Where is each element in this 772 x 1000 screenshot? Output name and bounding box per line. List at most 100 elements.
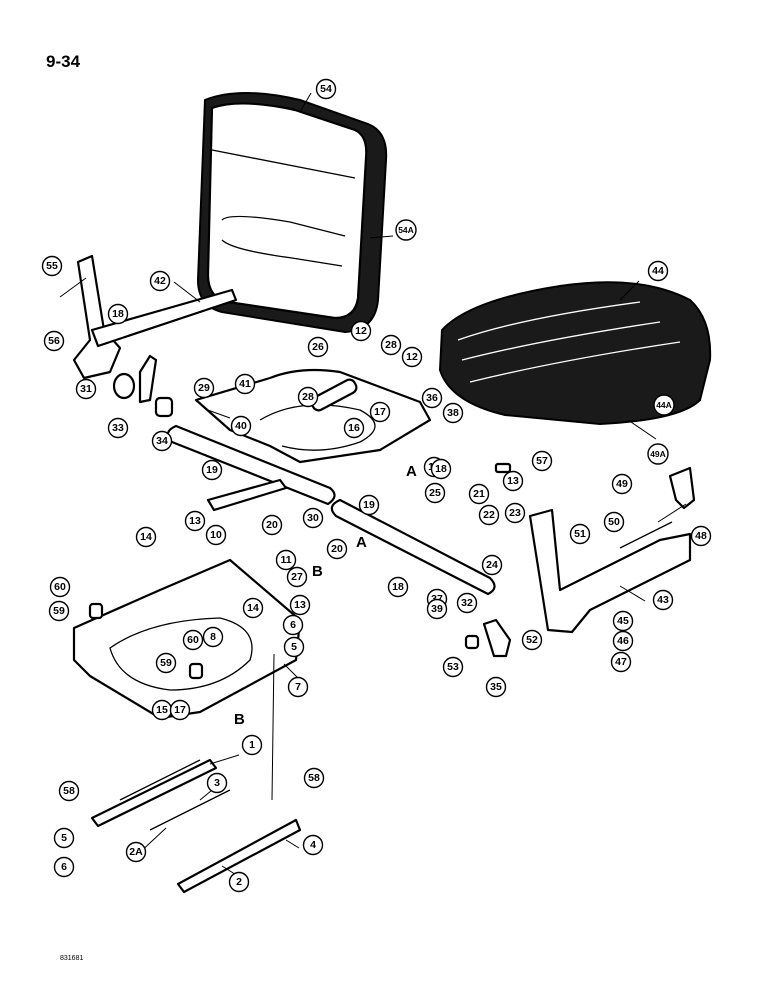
callout-25: 25	[424, 482, 446, 504]
callout-circle	[603, 511, 625, 533]
callout-label: 35	[490, 681, 502, 693]
callout-circle	[289, 594, 311, 616]
callout-circle	[481, 554, 503, 576]
callout-26: 26	[307, 336, 329, 358]
callout-circle	[107, 417, 129, 439]
callout-label: 42	[154, 275, 166, 287]
callout-label: 52	[526, 634, 538, 646]
callout-circle	[426, 598, 448, 620]
callout-circle	[380, 334, 402, 356]
callout-40: 40	[230, 415, 252, 437]
callout-22: 22	[478, 504, 500, 526]
callout-20: 20	[261, 514, 283, 536]
callout-55: 55	[41, 255, 63, 277]
callout-circle	[303, 767, 325, 789]
callout-label: 32	[461, 597, 473, 609]
callout-label: 56	[48, 335, 60, 347]
callout-6: 6	[282, 614, 304, 636]
page-number: 9-34	[46, 52, 81, 71]
callout-circle	[611, 473, 633, 495]
callout-label: 20	[331, 543, 343, 555]
section-marker-b-left: B	[312, 563, 323, 580]
callout-circle	[343, 417, 365, 439]
callout-circle	[228, 871, 250, 893]
callout-label: 41	[239, 378, 251, 390]
callout-circle	[49, 576, 71, 598]
callout-18: 18	[107, 303, 129, 325]
callout-circle	[485, 676, 507, 698]
callout-circle	[155, 652, 177, 674]
callout-60: 60	[49, 576, 71, 598]
callout-label: 4	[310, 839, 316, 851]
callout-56: 56	[43, 330, 65, 352]
hardware-parts	[88, 462, 512, 680]
callout-label: 2	[236, 876, 242, 888]
back-bracket-left	[72, 254, 238, 418]
callout-label: 51	[574, 528, 586, 540]
callout-35: 35	[485, 676, 507, 698]
callout-19: 19	[358, 494, 380, 516]
callout-circle	[48, 600, 70, 622]
callout-circle	[652, 589, 674, 611]
callout-27: 27	[286, 566, 308, 588]
callout-circle	[456, 592, 478, 614]
callout-label: 17	[374, 406, 386, 418]
callout-circle	[531, 450, 553, 472]
callout-label: 8	[210, 631, 216, 643]
callout-circle	[282, 614, 304, 636]
callout-label: 6	[290, 619, 296, 631]
callout-label: 13	[294, 599, 306, 611]
callout-label: 44A	[656, 400, 672, 410]
slide-rails	[90, 758, 302, 894]
callout-46: 46	[612, 630, 634, 652]
section-marker-b-lower: B	[234, 711, 245, 728]
callout-circle	[442, 402, 464, 424]
callout-label: 39	[431, 603, 443, 615]
section-marker-a-lower: A	[356, 534, 367, 551]
callout-36: 36	[421, 387, 443, 409]
callout-label: 53	[447, 661, 459, 673]
section-marker-a-upper: A	[406, 463, 417, 480]
callout-label: 19	[206, 464, 218, 476]
callout-34: 34	[151, 430, 173, 452]
callout-label: 50	[608, 516, 620, 528]
callout-2: 2	[228, 871, 250, 893]
callout-circle	[58, 780, 80, 802]
callout-label: 40	[235, 420, 247, 432]
callout-circle	[326, 538, 348, 560]
callout-circle	[307, 336, 329, 358]
callout-48: 48	[690, 525, 712, 547]
callout-label: 28	[302, 391, 314, 403]
callout-circle	[504, 502, 526, 524]
callout-circle	[169, 699, 191, 721]
callout-29: 29	[193, 377, 215, 399]
callout-label: 47	[615, 656, 627, 668]
callout-43: 43	[652, 589, 674, 611]
callout-20: 20	[326, 538, 348, 560]
callout-2a: 2A	[125, 841, 147, 863]
callout-label: 49A	[650, 449, 666, 459]
callout-label: 28	[385, 339, 397, 351]
callout-53: 53	[442, 656, 464, 678]
callout-circle	[149, 270, 171, 292]
callout-44a: 44A	[653, 394, 675, 416]
seat-cushion	[438, 281, 712, 426]
callout-label: 20	[266, 519, 278, 531]
callout-label: 18	[112, 308, 124, 320]
callout-label: 1	[249, 739, 255, 751]
callout-52: 52	[521, 629, 543, 651]
cross-tubes	[166, 424, 496, 596]
callout-17: 17	[369, 401, 391, 423]
callout-label: 10	[210, 529, 222, 541]
callout-circle	[647, 443, 669, 465]
callout-circle	[421, 387, 443, 409]
callout-6: 6	[53, 856, 75, 878]
callout-label: 58	[308, 772, 320, 784]
callout-circle	[201, 459, 223, 481]
callout-label: 27	[291, 571, 303, 583]
callout-label: 19	[363, 499, 375, 511]
callout-18: 18	[430, 458, 452, 480]
upper-pivot-frame	[194, 368, 432, 464]
callout-60: 60	[182, 629, 204, 651]
callout-circle	[468, 483, 490, 505]
